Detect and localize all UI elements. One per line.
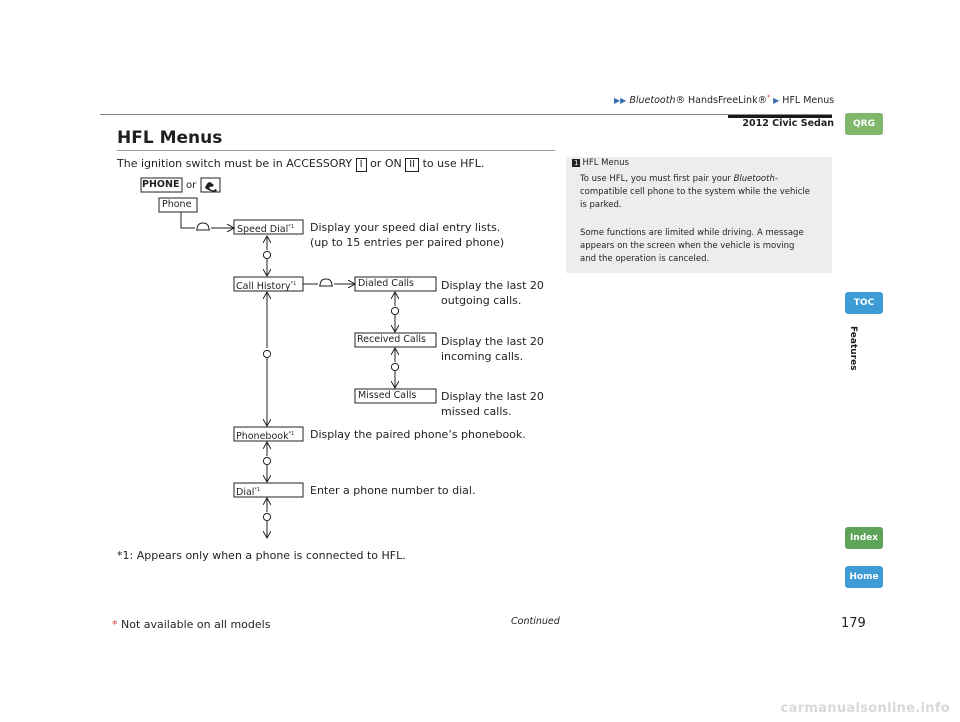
speed-dial-description: Display your speed dial entry lists.(up … bbox=[310, 221, 505, 249]
note-paragraph: Some functions are limited while driving… bbox=[580, 228, 804, 264]
on-key: II bbox=[405, 158, 420, 172]
phonebook-label: Phonebook*1 bbox=[236, 431, 295, 443]
selector-knob-icon bbox=[195, 222, 211, 231]
phonebook-description: Display the paired phone’s phonebook. bbox=[310, 428, 526, 441]
selector-knob-icon bbox=[318, 278, 334, 287]
index-button[interactable]: Index bbox=[845, 527, 883, 549]
or-label: or bbox=[186, 180, 197, 191]
phone-menu-box bbox=[158, 197, 198, 213]
selector-knob-icon bbox=[262, 250, 272, 263]
missed-calls-label: Missed Calls bbox=[358, 390, 417, 401]
section-label: Features bbox=[848, 326, 858, 371]
selector-knob-icon bbox=[262, 512, 272, 525]
model-bar bbox=[728, 115, 832, 118]
breadcrumb-item[interactable]: ® HandsFreeLink® bbox=[675, 95, 768, 107]
phone-handset-icon bbox=[205, 182, 217, 192]
dial-description: Enter a phone number to dial. bbox=[310, 484, 476, 497]
home-button[interactable]: Home bbox=[845, 566, 883, 588]
breadcrumb-item[interactable]: Bluetooth bbox=[629, 95, 676, 107]
call-history-label: Call History*1 bbox=[236, 281, 297, 293]
selector-knob-icon bbox=[262, 349, 272, 362]
received-calls-label: Received Calls bbox=[357, 334, 426, 345]
phone-key-label: PHONE bbox=[142, 179, 180, 190]
breadcrumb: ▶▶ Bluetooth® HandsFreeLink®* ▶ HFL Menu… bbox=[614, 94, 834, 106]
continued-label: Continued bbox=[511, 616, 560, 627]
breadcrumb-star: * bbox=[767, 94, 771, 101]
page-title: HFL Menus bbox=[117, 128, 223, 148]
header-rule bbox=[100, 114, 832, 115]
breadcrumb-arrow-icon: ▶ bbox=[773, 96, 780, 106]
phone-icon-box bbox=[200, 177, 221, 193]
phone-key-box bbox=[140, 177, 183, 193]
selector-knob-icon bbox=[390, 362, 400, 375]
phone-menu-label: Phone bbox=[162, 199, 192, 210]
note-box bbox=[566, 157, 832, 273]
qrg-button[interactable]: QRG bbox=[845, 113, 883, 135]
selector-knob-icon bbox=[390, 306, 400, 319]
speed-dial-box bbox=[233, 219, 304, 235]
model-name: 2012 Civic Sedan bbox=[742, 118, 834, 129]
breadcrumb-current: HFL Menus bbox=[782, 95, 835, 107]
missed-calls-box bbox=[354, 388, 437, 404]
toc-button[interactable]: TOC bbox=[845, 292, 883, 314]
watermark: carmanualsonline.info bbox=[780, 701, 950, 716]
footnote: *1: Appears only when a phone is connect… bbox=[117, 549, 406, 562]
dialed-calls-label: Dialed Calls bbox=[358, 278, 414, 289]
note-paragraph: To use HFL, you must first pair your Blu… bbox=[580, 174, 811, 210]
title-rule bbox=[117, 150, 555, 151]
speed-dial-label: Speed Dial*1 bbox=[237, 224, 294, 236]
intro-text: The ignition switch must be in ACCESSORY… bbox=[117, 157, 485, 172]
accessory-key: I bbox=[355, 158, 367, 172]
availability-note: * Not available on all models bbox=[112, 618, 271, 631]
breadcrumb-arrow-icon: ▶▶ bbox=[614, 96, 627, 106]
page-number: 179 bbox=[841, 616, 866, 631]
selector-knob-icon bbox=[262, 456, 272, 469]
note-number: 1 bbox=[572, 159, 581, 167]
dial-label: Dial*1 bbox=[236, 487, 261, 499]
